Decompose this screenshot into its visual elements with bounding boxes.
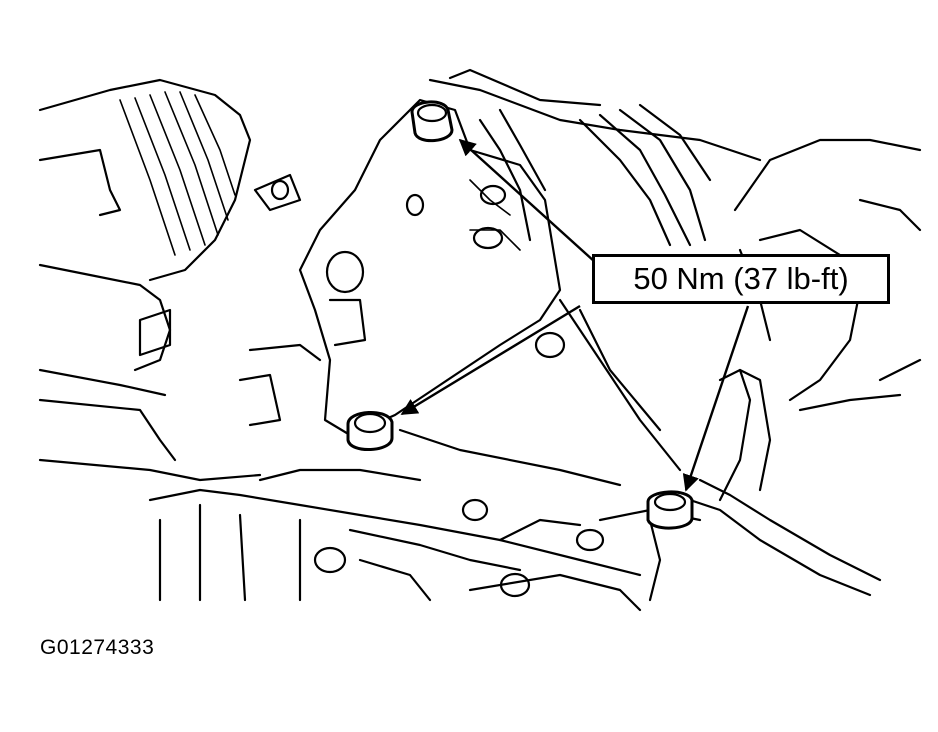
torque-callout: 50 Nm (37 lb-ft): [592, 254, 890, 304]
engine-background-outline: [38, 68, 922, 612]
figure-id: G01274333: [40, 636, 155, 659]
arrow-icon: [682, 305, 750, 492]
bolt-icon: [346, 410, 394, 452]
arrow-icon: [458, 138, 596, 263]
bolt-icon: [410, 100, 454, 142]
bolt-icon: [646, 490, 694, 530]
torque-label: 50 Nm (37 lb-ft): [633, 261, 849, 296]
arrow-icon: [400, 304, 581, 416]
